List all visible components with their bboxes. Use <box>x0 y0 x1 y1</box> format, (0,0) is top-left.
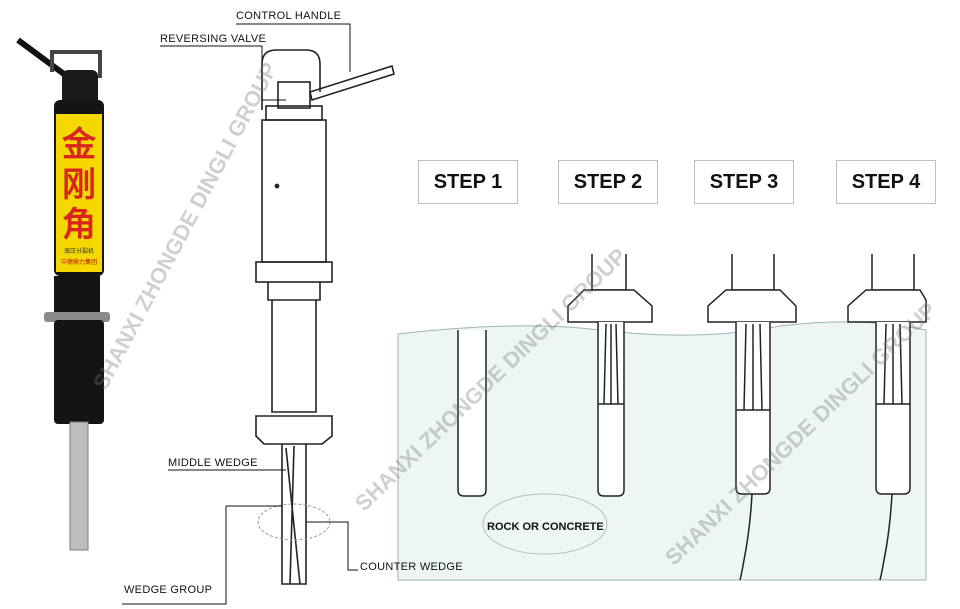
photo-wedge-rod <box>69 421 89 551</box>
drawing-control-lever <box>309 64 395 102</box>
drawing-top-cylinder <box>261 119 327 263</box>
leader-counter-wedge <box>306 521 358 571</box>
drawing-wedge-counter <box>285 447 301 585</box>
label-middle-wedge: MIDDLE WEDGE <box>168 457 258 469</box>
label-counter-wedge: COUNTER WEDGE <box>360 561 463 573</box>
photo-top-frame <box>50 50 102 78</box>
step-3-label: STEP 3 <box>694 160 794 204</box>
leader-wedge-group <box>122 506 227 605</box>
drawing-wedge-outer <box>281 444 307 585</box>
leader-reversing-valve <box>160 45 286 101</box>
photo-small-text-1: 液压分裂机 <box>64 247 94 255</box>
step2-tool <box>567 254 653 497</box>
drawing-middle-barrel <box>271 300 317 413</box>
drawing-reversing-valve <box>277 81 311 109</box>
photo-yellow-label <box>56 114 102 272</box>
label-rock-or-concrete: ROCK OR CONCRETE <box>487 521 604 533</box>
photo-bottom-cylinder <box>54 320 104 424</box>
drawing-flange <box>255 261 333 283</box>
photo-side-bar <box>44 312 110 322</box>
step3-tool <box>707 254 797 581</box>
step3-barrel <box>731 254 775 291</box>
step-2-label: STEP 2 <box>558 160 658 204</box>
step4-wedge-b <box>899 323 903 405</box>
step2-flange <box>567 289 653 323</box>
drawing-dot <box>274 183 280 189</box>
step4-wedge-a <box>883 323 887 405</box>
step-1-label: STEP 1 <box>418 160 518 204</box>
step-4-label: STEP 4 <box>836 160 936 204</box>
photo-char-1: 金 <box>61 125 97 165</box>
tool-photo: 金 刚 角 液压分裂机 中德鼎力集团 <box>16 37 110 551</box>
drawing-wedge-middle <box>289 445 295 585</box>
step3-wedge-b <box>759 323 763 411</box>
step2-wedge-b <box>615 323 619 405</box>
step3-wedge-a <box>743 323 747 411</box>
step4-crack <box>879 493 893 581</box>
step4-barrel <box>871 254 915 291</box>
photo-top-cap <box>62 70 98 106</box>
photo-lower-body <box>54 276 100 316</box>
step1-drill-hole <box>457 330 487 497</box>
drawing-foot-flange <box>255 415 333 445</box>
photo-small-text-2: 中德鼎力集团 <box>61 258 97 266</box>
photo-char-3: 角 <box>62 205 96 245</box>
step-diagram <box>397 254 927 581</box>
drawing-neck <box>267 282 321 301</box>
step4-flange <box>847 289 927 323</box>
rock-ellipse <box>482 493 608 555</box>
step2-wedge-a <box>603 323 607 405</box>
step3-crack <box>739 493 753 581</box>
label-reversing-valve: REVERSING VALVE <box>160 33 267 45</box>
tool-drawing <box>255 49 395 585</box>
leader-control-handle <box>236 23 351 72</box>
label-control-handle: CONTROL HANDLE <box>236 10 342 22</box>
leader-lines <box>122 23 358 605</box>
step3-flange <box>707 289 797 323</box>
photo-char-2: 刚 <box>62 165 96 205</box>
label-wedge-group: WEDGE GROUP <box>124 584 213 596</box>
drawing-handle-loop <box>261 49 321 110</box>
step4-tool <box>847 254 927 581</box>
